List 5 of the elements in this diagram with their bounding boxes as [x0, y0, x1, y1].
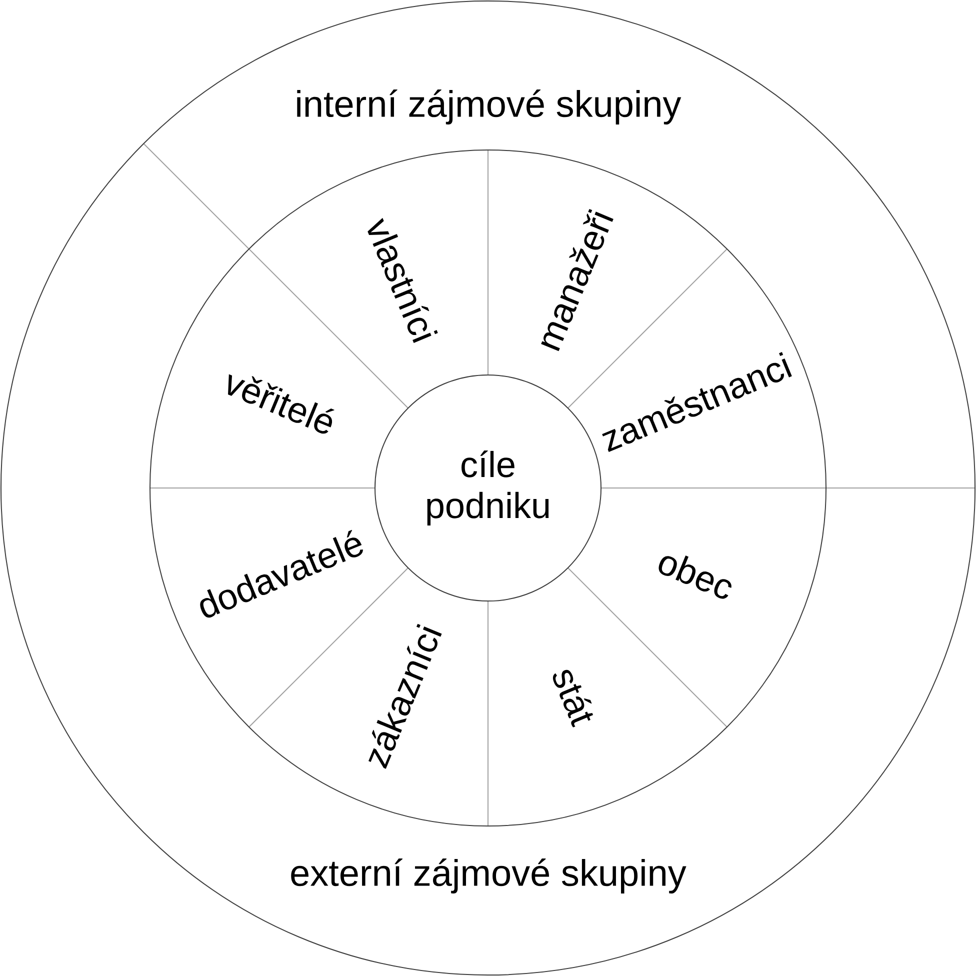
ring-label: externí zájmové skupiny [291, 858, 686, 894]
sector-label: stát [552, 670, 594, 728]
ring-label: interní zájmové skupiny [297, 90, 682, 124]
sector-label: věřitelé [228, 374, 334, 434]
sector-label: obec [658, 556, 732, 599]
